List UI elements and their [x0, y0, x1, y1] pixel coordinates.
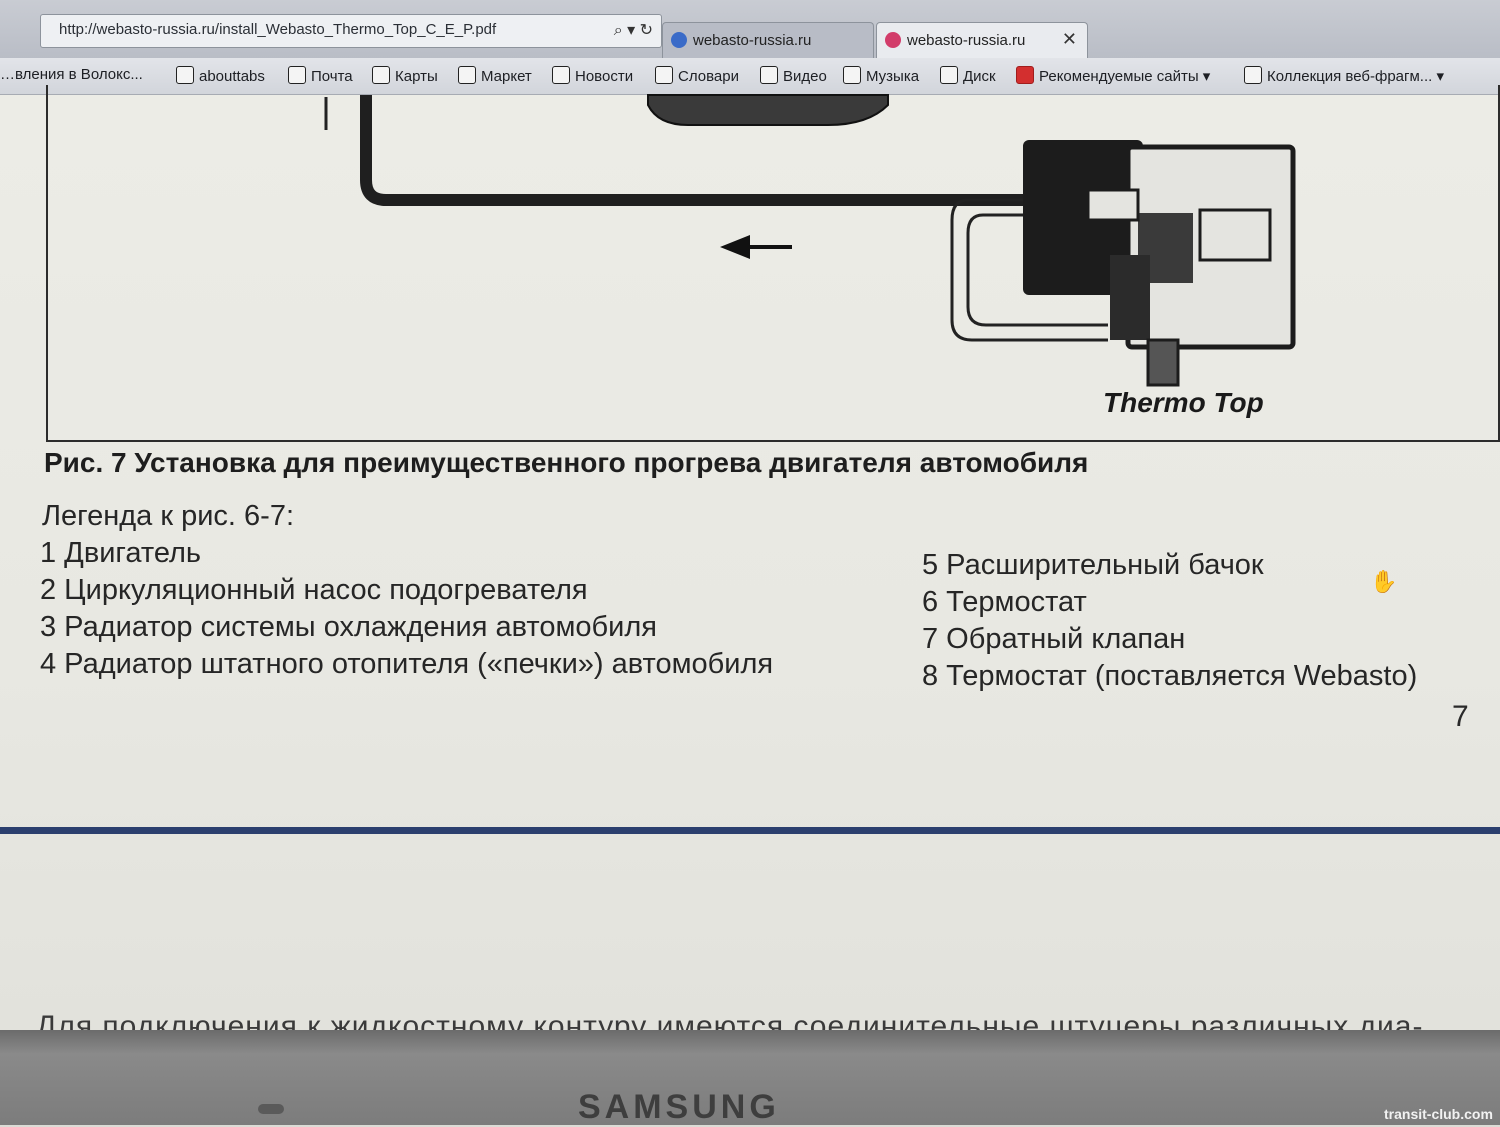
legend-item: 3 Радиатор системы охлаждения автомобиля: [40, 611, 657, 643]
figure-caption: Рис. 7 Установка для преимущественного п…: [44, 447, 1089, 478]
bookmark-video[interactable]: Видео: [760, 66, 827, 85]
legend-item: 4 Радиатор штатного отопителя («печки») …: [40, 648, 774, 680]
page-icon: [176, 66, 194, 84]
pdf-page[interactable]: Thermo Top Рис. 7 Установка для преимуще…: [0, 85, 1500, 1043]
legend-title: Легенда к рис. 6-7:: [42, 500, 295, 532]
browser-toolbar: http://webasto-russia.ru/install_Webasto…: [0, 0, 1500, 59]
url-actions[interactable]: ⌕ ▾ ↻: [613, 22, 653, 39]
map-icon: [372, 66, 390, 84]
watermark: transit-club.com: [1384, 1106, 1493, 1122]
laptop-bezel: [0, 1030, 1500, 1125]
bookmark-maps[interactable]: Карты: [372, 66, 438, 85]
engine-part: [647, 94, 889, 126]
legend-left-column: 1 Двигатель 2 Циркуляционный насос подог…: [40, 535, 773, 683]
mail-icon: [288, 66, 306, 84]
bookmark-market[interactable]: Маркет: [458, 66, 532, 85]
tab-label: webasto-russia.ru: [693, 32, 812, 49]
power-led: [258, 1104, 284, 1114]
bing-icon: [1016, 66, 1034, 84]
page-number: 7: [1452, 700, 1469, 733]
cart-icon: [458, 66, 476, 84]
music-icon: [843, 66, 861, 84]
pipe-loop-inner: [966, 213, 1108, 327]
page-icon: [1244, 66, 1262, 84]
bookmark-mail[interactable]: Почта: [288, 66, 353, 85]
legend-item: 1 Двигатель: [40, 537, 202, 569]
legend-right-column: 5 Расширительный бачок 6 Термостат 7 Обр…: [922, 547, 1417, 695]
address-bar[interactable]: http://webasto-russia.ru/install_Webasto…: [40, 14, 662, 48]
figure-frame: Thermo Top: [46, 85, 1500, 442]
webasto-favicon-icon: [885, 32, 901, 48]
url-text[interactable]: http://webasto-russia.ru/install_Webasto…: [59, 21, 497, 38]
legend-item: 8 Термостат (поставляется Webasto): [922, 660, 1418, 692]
close-icon[interactable]: ✕: [1061, 29, 1077, 49]
figure-label: Thermo Top: [1103, 387, 1264, 418]
thermo-top-heater: [1023, 140, 1296, 387]
hand-cursor-icon: ✋: [1370, 569, 1398, 594]
legend-item: 5 Расширительный бачок: [922, 549, 1264, 581]
bookmarks-bar: …вления в Волокс... abouttabs Почта Карт…: [0, 58, 1500, 95]
tab-label: webasto-russia.ru: [907, 32, 1026, 49]
bookmark-news[interactable]: Новости: [552, 66, 633, 85]
tab-webasto-1[interactable]: webasto-russia.ru: [662, 22, 874, 59]
flow-arrow-head: [720, 235, 750, 259]
page-separator: [0, 827, 1500, 834]
legend-item: 6 Термостат: [922, 586, 1087, 618]
installation-diagram: [324, 94, 1296, 387]
bookmark-recommended[interactable]: Рекомендуемые сайты ▾: [1016, 66, 1210, 85]
bookmark-item[interactable]: …вления в Волокс...: [0, 66, 143, 83]
pipe-loop-outer: [950, 198, 1108, 342]
bookmark-webslices[interactable]: Коллекция веб-фрагм... ▾: [1244, 66, 1444, 85]
legend-item: 2 Циркуляционный насос подогревателя: [40, 574, 588, 606]
legend-item: 7 Обратный клапан: [922, 623, 1186, 655]
laptop-brand: SAMSUNG: [578, 1088, 780, 1126]
ie-icon: [671, 32, 687, 48]
bookmark-disk[interactable]: Диск: [940, 66, 996, 85]
play-icon: [760, 66, 778, 84]
disk-icon: [940, 66, 958, 84]
book-icon: [655, 66, 673, 84]
bookmark-music[interactable]: Музыка: [843, 66, 919, 85]
bookmark-abouttabs[interactable]: abouttabs: [176, 66, 265, 85]
news-icon: [552, 66, 570, 84]
bookmark-dictionaries[interactable]: Словари: [655, 66, 739, 85]
hose-main: [360, 95, 1028, 206]
tab-webasto-active[interactable]: webasto-russia.ru ✕: [876, 22, 1088, 59]
